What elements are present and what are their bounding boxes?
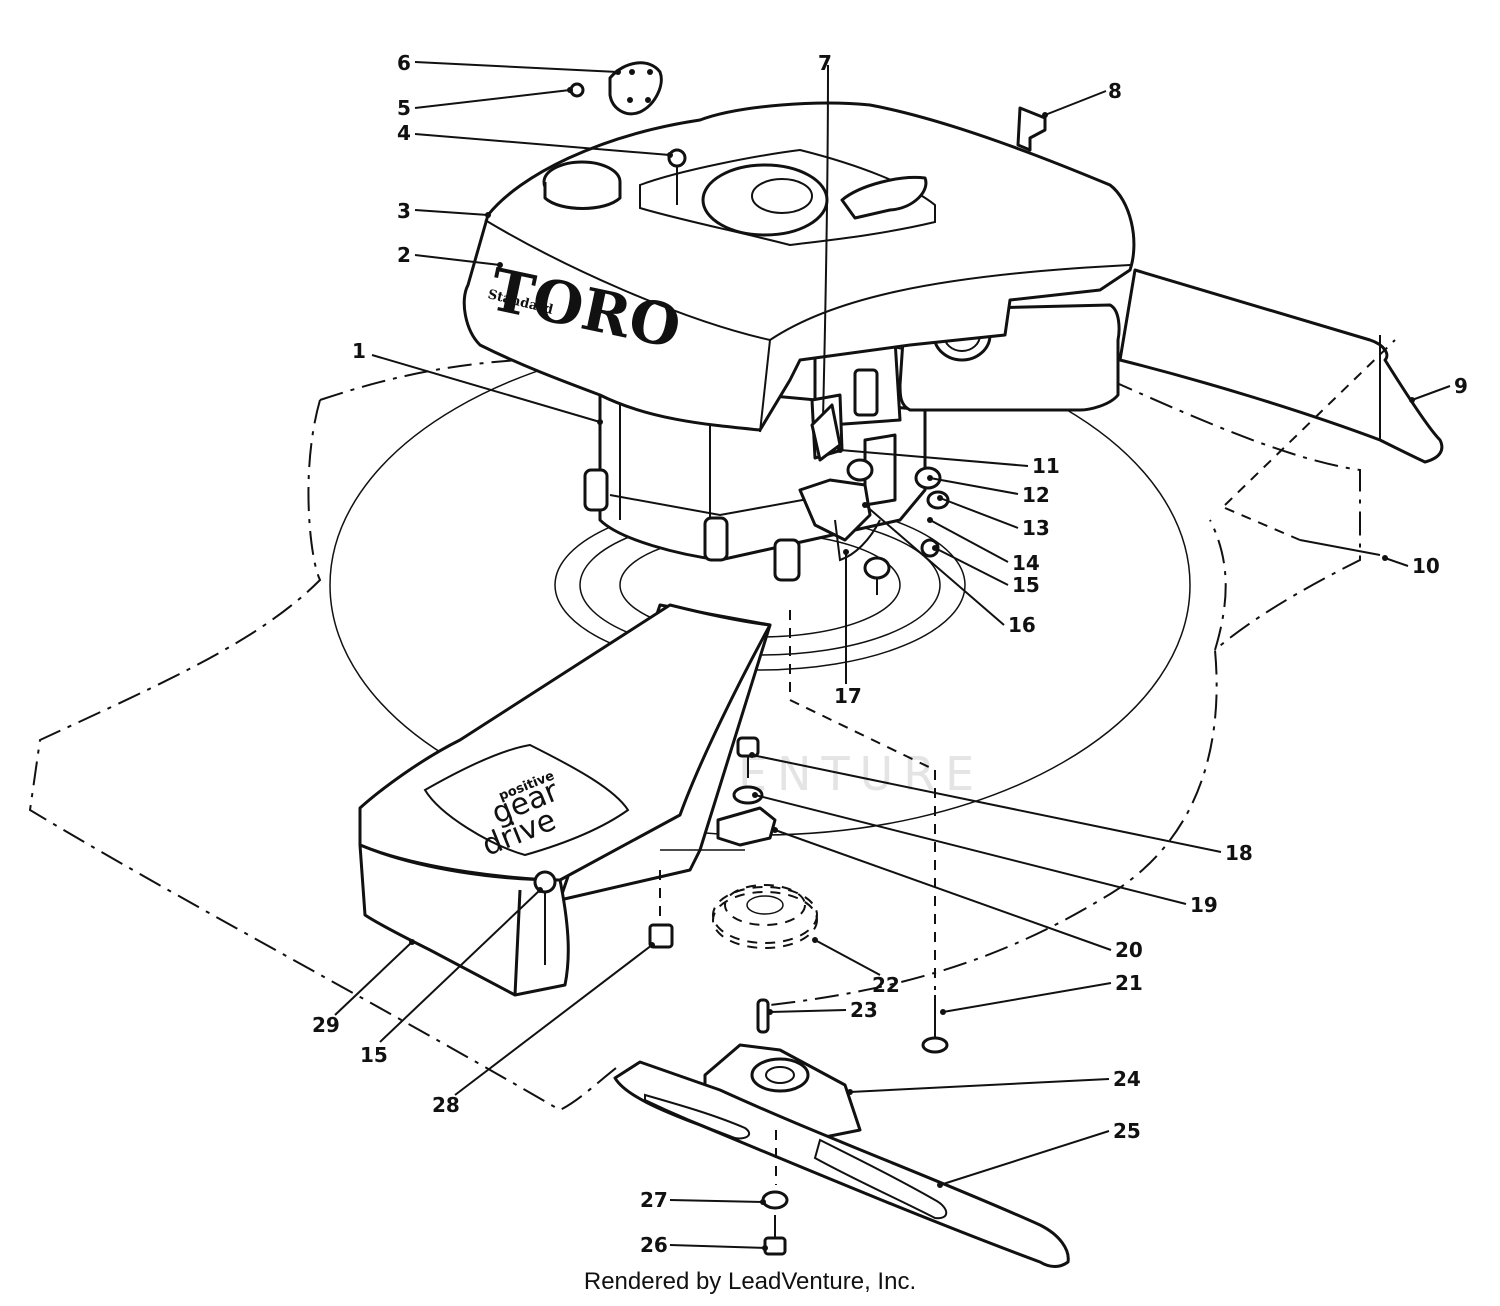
callout-21: 21 bbox=[1115, 971, 1143, 995]
callout-9: 9 bbox=[1454, 374, 1468, 398]
callout-1: 1 bbox=[352, 339, 366, 363]
callout-17: 17 bbox=[834, 684, 862, 708]
callout-27: 27 bbox=[640, 1188, 668, 1212]
rear-guard bbox=[1118, 268, 1444, 464]
callout-8: 8 bbox=[1108, 79, 1122, 103]
callout-4: 4 bbox=[397, 121, 411, 145]
callout-15: 15 bbox=[1012, 573, 1040, 597]
callout-7: 7 bbox=[818, 51, 832, 75]
callout-18: 18 bbox=[1225, 841, 1253, 865]
callout-10: 10 bbox=[1412, 554, 1440, 578]
callout-3: 3 bbox=[397, 199, 411, 223]
callout-25: 25 bbox=[1113, 1119, 1141, 1143]
callout-29: 29 bbox=[312, 1013, 340, 1037]
callout-14: 14 bbox=[1012, 551, 1040, 575]
callout-6: 6 bbox=[397, 51, 411, 75]
callout-19: 19 bbox=[1190, 893, 1218, 917]
callout-26: 26 bbox=[640, 1233, 668, 1257]
callout-20: 20 bbox=[1115, 938, 1143, 962]
callout-12: 12 bbox=[1022, 483, 1050, 507]
callout-22: 22 bbox=[872, 973, 900, 997]
callout-28: 28 bbox=[432, 1093, 460, 1117]
lower-parts bbox=[613, 610, 1070, 1268]
callout-24: 24 bbox=[1113, 1067, 1141, 1091]
callout-15-lower: 15 bbox=[360, 1043, 388, 1067]
callouts: 1 2 3 4 5 6 7 8 9 10 11 12 13 bbox=[312, 51, 1468, 1257]
callout-5: 5 bbox=[397, 96, 411, 120]
credit-footer: Rendered by LeadVenture, Inc. bbox=[583, 1268, 917, 1295]
callout-16: 16 bbox=[1008, 613, 1036, 637]
callout-23: 23 bbox=[850, 998, 878, 1022]
callout-2: 2 bbox=[397, 243, 411, 267]
small-parts bbox=[569, 61, 1396, 595]
callout-11: 11 bbox=[1032, 454, 1060, 478]
engine-shroud: TORO Standard bbox=[462, 101, 1136, 433]
callout-13: 13 bbox=[1022, 516, 1050, 540]
gear-drive-housing: positive gear drive bbox=[358, 603, 772, 997]
